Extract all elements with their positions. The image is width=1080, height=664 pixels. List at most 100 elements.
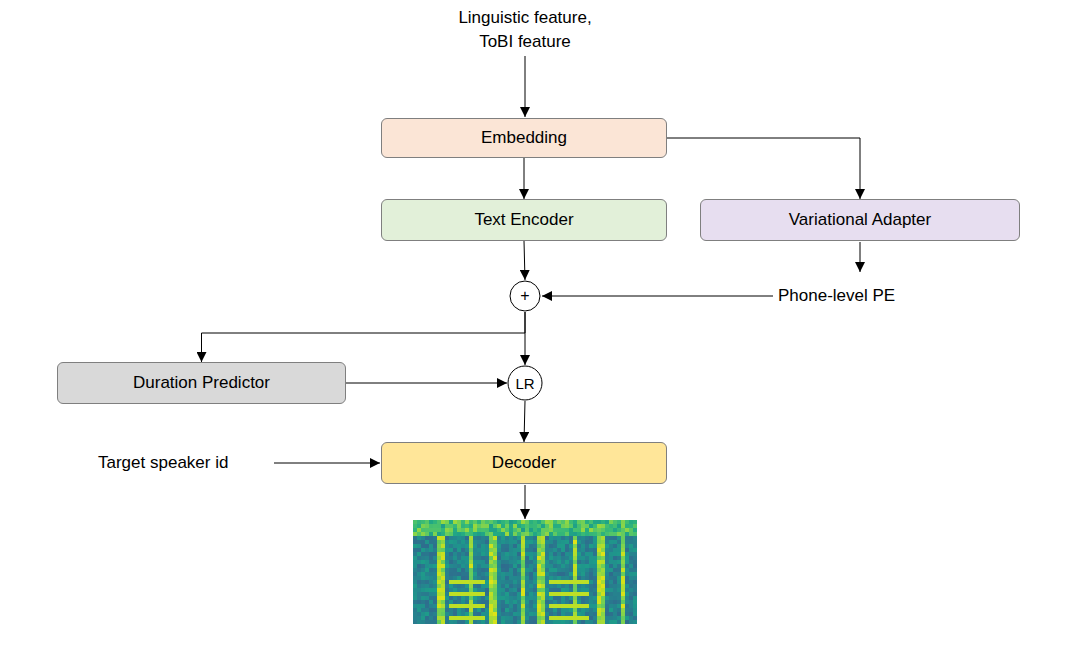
flow-arrow (524, 401, 525, 442)
spectrogram-cell (457, 616, 461, 620)
spectrogram-cell (633, 528, 637, 532)
spectrogram-cell (605, 532, 609, 536)
spectrogram-cell (609, 580, 613, 584)
spectrogram-cell (425, 576, 429, 580)
spectrogram-cell (633, 560, 637, 564)
spectrogram-cell (517, 584, 521, 588)
spectrogram-cell (621, 520, 625, 524)
spectrogram-cell (553, 588, 557, 592)
spectrogram-cell (469, 584, 473, 588)
spectrogram-cell (605, 584, 609, 588)
spectrogram-cell (601, 604, 605, 608)
spectrogram-cell (417, 616, 421, 620)
spectrogram-cell (545, 568, 549, 572)
spectrogram-cell (541, 592, 545, 596)
spectrogram-cell (585, 604, 589, 608)
spectrogram-cell (617, 552, 621, 556)
spectrogram-cell (465, 600, 469, 604)
spectrogram-cell (473, 612, 477, 616)
spectrogram-cell (497, 600, 501, 604)
spectrogram-cell (437, 532, 441, 536)
spectrogram-cell (601, 600, 605, 604)
spectrogram-cell (529, 620, 533, 624)
spectrogram-cell (621, 548, 625, 552)
spectrogram-cell (489, 520, 493, 524)
spectrogram-cell (617, 588, 621, 592)
spectrogram-cell (501, 520, 505, 524)
spectrogram-cell (461, 584, 465, 588)
spectrogram-cell (441, 532, 445, 536)
spectrogram-cell (569, 536, 573, 540)
spectrogram-cell (461, 568, 465, 572)
spectrogram-cell (545, 528, 549, 532)
spectrogram-cell (557, 600, 561, 604)
spectrogram-cell (613, 572, 617, 576)
spectrogram-cell (473, 528, 477, 532)
spectrogram-cell (609, 584, 613, 588)
spectrogram-cell (553, 556, 557, 560)
spectrogram-cell (445, 592, 449, 596)
input-label: Linguistic feature, ToBI feature (438, 6, 612, 54)
spectrogram-cell (473, 588, 477, 592)
spectrogram-cell (449, 604, 453, 608)
spectrogram-cell (537, 536, 541, 540)
spectrogram-cell (529, 556, 533, 560)
spectrogram-cell (505, 604, 509, 608)
spectrogram-cell (581, 608, 585, 612)
spectrogram-cell (501, 600, 505, 604)
spectrogram-cell (565, 604, 569, 608)
spectrogram-cell (465, 552, 469, 556)
spectrogram-cell (569, 564, 573, 568)
spectrogram-cell (453, 600, 457, 604)
spectrogram-cell (521, 572, 525, 576)
spectrogram-cell (541, 544, 545, 548)
flow-arrow (202, 312, 526, 362)
spectrogram-cell (429, 524, 433, 528)
spectrogram-cell (473, 592, 477, 596)
spectrogram-cell (477, 544, 481, 548)
spectrogram-cell (437, 540, 441, 544)
spectrogram-cell (445, 520, 449, 524)
spectrogram-cell (617, 528, 621, 532)
spectrogram-cell (493, 592, 497, 596)
spectrogram-cell (629, 600, 633, 604)
spectrogram-cell (425, 608, 429, 612)
spectrogram-cell (629, 616, 633, 620)
spectrogram-cell (541, 548, 545, 552)
spectrogram-cell (425, 580, 429, 584)
spectrogram-cell (521, 608, 525, 612)
spectrogram-cell (489, 592, 493, 596)
spectrogram-cell (549, 584, 553, 588)
spectrogram-cell (413, 536, 417, 540)
spectrogram-cell (465, 540, 469, 544)
spectrogram-cell (581, 572, 585, 576)
spectrogram-cell (445, 596, 449, 600)
spectrogram-cell (465, 568, 469, 572)
spectrogram-cell (593, 520, 597, 524)
spectrogram-cell (453, 540, 457, 544)
spectrogram-cell (549, 596, 553, 600)
spectrogram-cell (473, 544, 477, 548)
spectrogram-cell (541, 616, 545, 620)
spectrogram-cell (497, 564, 501, 568)
spectrogram-cell (449, 524, 453, 528)
spectrogram-cell (593, 552, 597, 556)
spectrogram-cell (605, 568, 609, 572)
spectrogram-cell (541, 572, 545, 576)
spectrogram-cell (593, 616, 597, 620)
spectrogram-cell (457, 608, 461, 612)
spectrogram-cell (493, 544, 497, 548)
spectrogram-cell (593, 592, 597, 596)
spectrogram-cell (497, 568, 501, 572)
spectrogram-cell (425, 532, 429, 536)
spectrogram-cell (529, 540, 533, 544)
spectrogram-cell (525, 540, 529, 544)
spectrogram-cell (461, 576, 465, 580)
spectrogram-cell (557, 548, 561, 552)
spectrogram-cell (505, 600, 509, 604)
spectrogram-cell (581, 524, 585, 528)
spectrogram-cell (521, 560, 525, 564)
spectrogram-cell (541, 556, 545, 560)
spectrogram-cell (513, 568, 517, 572)
spectrogram-cell (461, 520, 465, 524)
